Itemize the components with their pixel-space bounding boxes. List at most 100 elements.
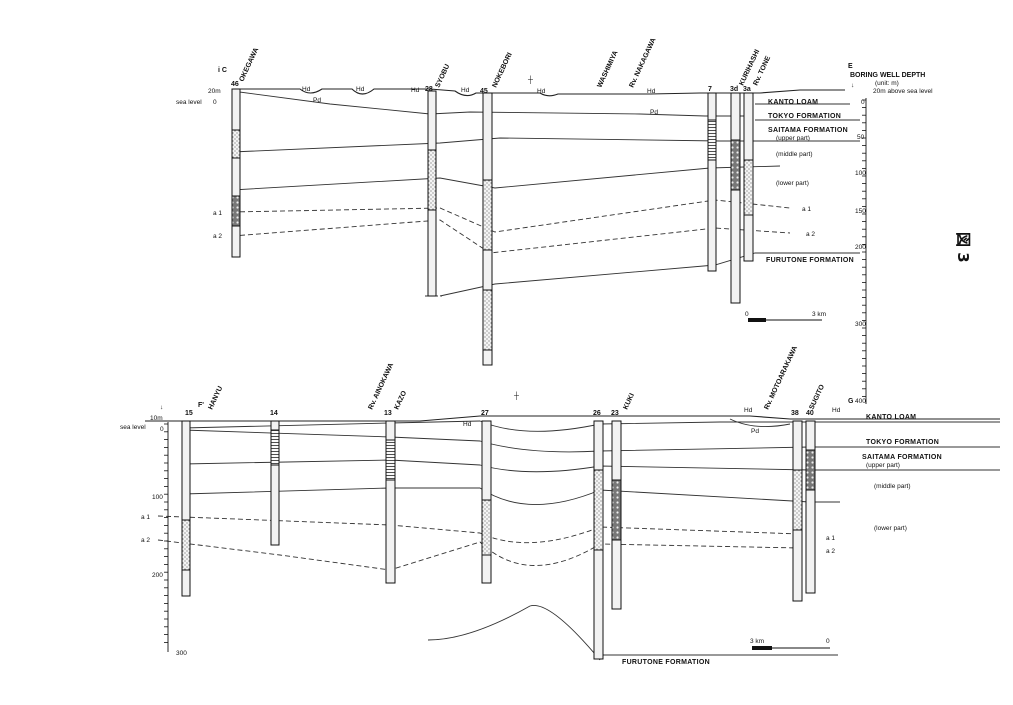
depth-axis-ref: 20m above sea level	[873, 88, 933, 95]
depth-tick-100: 100	[855, 170, 866, 177]
depth-axis-unit: (unit: m)	[875, 80, 899, 87]
depth-axis-arrow: ↓	[851, 82, 854, 89]
figure-tag: 図 3	[954, 232, 972, 263]
upper-hd-2: Hd	[356, 86, 365, 93]
lower-fm-saitama: SAITAMA FORMATION	[862, 454, 942, 461]
lower-borehole-23-gravel	[611, 479, 622, 541]
lower-place-ainokawa: Rv. AINOKAWA	[367, 362, 395, 411]
upper-borehole-28-sand	[427, 149, 437, 211]
lower-right-a2-label: a 2	[826, 548, 835, 555]
depth-tick-300: 300	[855, 321, 866, 328]
upper-a2-marker-line	[231, 219, 791, 254]
lower-ground-surface	[145, 415, 1000, 422]
upper-place-syobu: SYOBU	[434, 63, 451, 89]
upper-elev-label: 20m	[208, 88, 221, 95]
lower-place-kazo: KAZO	[393, 389, 408, 410]
lower-bore-id-14: 14	[270, 410, 278, 417]
lower-hd-1: Hd	[463, 421, 472, 428]
lower-kanto-tokyo-boundary	[182, 420, 1000, 432]
upper-fm-furutone: FURUTONE FORMATION	[766, 257, 854, 264]
lower-scale-bar-block	[752, 646, 772, 650]
lower-pd-1: Pd	[751, 428, 759, 435]
lower-end-label: G	[848, 398, 854, 405]
lower-scale-start: 3 km	[750, 638, 764, 645]
upper-pd-surface	[231, 90, 745, 117]
upper-place-nokebori: NOKEBORI	[491, 52, 513, 89]
lower-a1-marker-line	[157, 515, 801, 544]
upper-a1-marker-line	[231, 199, 791, 233]
lower-place-motoarakawa: Rv. MOTOARAKAWA	[763, 345, 799, 411]
lower-fm-furutone: FURUTONE FORMATION	[622, 659, 710, 666]
upper-saitama-upper-boundary	[231, 137, 860, 153]
upper-scale-end: 3 km	[812, 311, 826, 318]
upper-hd-3: Hd	[411, 87, 420, 94]
upper-a2-label: a 2	[213, 233, 222, 240]
upper-borehole-45-sand	[482, 179, 493, 251]
lower-fm-tokyo: TOKYO FORMATION	[866, 439, 939, 446]
upper-borehole-46-gravel	[231, 195, 241, 227]
upper-borehole-3d-gravel	[730, 139, 741, 191]
depth-minor-ticks	[862, 99, 866, 397]
lower-borehole-14	[270, 420, 280, 546]
lower-tick-300: 300	[176, 650, 187, 657]
upper-sea-zero: 0	[213, 99, 217, 106]
upper-end-label: E	[848, 63, 853, 70]
lower-section: 15 14 13 27 26 23 38 40 HANYU Rv. AINOKA…	[120, 345, 1000, 666]
lower-borehole-14-silt	[270, 429, 280, 466]
lower-borehole-40	[805, 420, 816, 594]
lower-borehole-26-sand	[593, 469, 604, 551]
upper-borehole-7	[707, 92, 717, 272]
lower-a2-label: a 2	[141, 537, 150, 544]
lower-tick-200: 200	[152, 572, 163, 579]
upper-fm-saitama-upper: (upper part)	[776, 135, 810, 142]
lower-borehole-27-sand	[481, 499, 492, 556]
lower-sea-level-label: sea level	[120, 424, 146, 431]
lower-hd-2: Hd	[744, 407, 753, 414]
lower-fm-kanto-loam: KANTO LOAM	[866, 414, 916, 421]
upper-ground-surface	[232, 88, 845, 97]
upper-right-a1-label: a 1	[802, 206, 811, 213]
upper-hd-1: Hd	[302, 86, 311, 93]
upper-borehole-3a-sand	[743, 159, 754, 216]
depth-tick-200: 200	[855, 244, 866, 251]
lower-fm-lower: (lower part)	[874, 525, 907, 532]
lower-hd-3: Hd	[832, 407, 841, 414]
upper-scale-start: 0	[745, 311, 749, 318]
lower-bore-id-40: 40	[806, 410, 814, 417]
upper-fm-kanto-loam: KANTO LOAM	[768, 99, 818, 106]
upper-place-washimiya: WASHIMIYA	[596, 50, 619, 89]
upper-fm-saitama: SAITAMA FORMATION	[768, 127, 848, 134]
lower-minor-ticks	[164, 423, 168, 643]
lower-borehole-15-sand	[181, 519, 191, 571]
upper-a1-label: a 1	[213, 210, 222, 217]
upper-hd-6: Hd	[647, 88, 656, 95]
upper-cross-marker: ┼	[527, 75, 533, 85]
upper-place-okegawa: OKEGAWA	[238, 47, 260, 83]
lower-bore-id-27: 27	[481, 410, 489, 417]
lower-bore-id-26: 26	[593, 410, 601, 417]
upper-borehole-45-sand2	[482, 289, 493, 351]
lower-start-label: F'	[198, 402, 204, 409]
upper-bore-id-45: 45	[480, 88, 488, 95]
lower-pd-surface	[729, 418, 791, 428]
upper-right-a2-label: a 2	[806, 231, 815, 238]
upper-bore-id-46: 46	[231, 81, 239, 88]
lower-borehole-38-sand	[792, 469, 803, 531]
upper-start-label: i C	[218, 67, 227, 74]
upper-borehole-46	[231, 88, 241, 258]
lower-bore-id-15: 15	[185, 410, 193, 417]
upper-bore-id-3a: 3a	[743, 86, 751, 93]
lower-scale-end: 0	[826, 638, 830, 645]
upper-bore-id-3d: 3d	[730, 86, 738, 93]
lower-borehole-13-silt	[385, 439, 396, 481]
depth-tick-50: 50	[857, 134, 865, 141]
lower-elev-label: 10m	[150, 415, 163, 422]
lower-place-kuki: KUKI	[622, 392, 636, 411]
upper-pd-2: Pd	[650, 109, 658, 116]
upper-fm-middle: (middle part)	[776, 151, 812, 158]
depth-tick-150: 150	[855, 208, 866, 215]
lower-bore-id-23: 23	[611, 410, 619, 417]
upper-borehole-7-silt	[707, 119, 717, 161]
